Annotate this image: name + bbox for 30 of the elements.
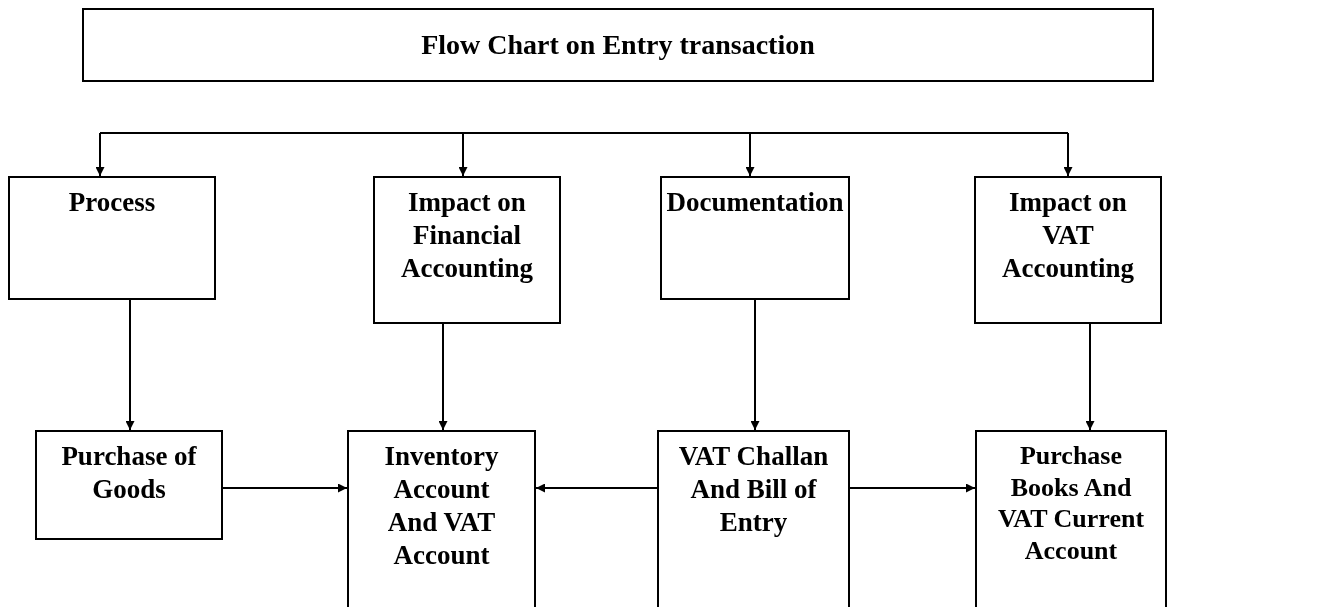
process-box [657, 430, 850, 607]
arrow [1063, 132, 1073, 177]
box-label: Process [68, 186, 156, 219]
process-box [975, 430, 1167, 607]
arrow [750, 299, 760, 431]
branch-line [99, 132, 1069, 134]
process-box [660, 176, 850, 300]
process-box [974, 176, 1162, 324]
box-label: Impact on Financial Accounting [400, 186, 534, 285]
arrow [438, 323, 448, 431]
box-label: Inventory Account And VAT Account [383, 440, 500, 572]
process-box [373, 176, 561, 324]
arrow [535, 483, 658, 493]
arrow [222, 483, 348, 493]
box-label: Impact on VAT Accounting [1001, 186, 1135, 285]
box-label: Purchase Books And VAT Current Account [996, 440, 1146, 567]
arrow [745, 132, 755, 177]
process-box [35, 430, 223, 540]
box-label: VAT Challan And Bill of Entry [677, 440, 830, 539]
arrow [95, 132, 105, 177]
arrow [125, 299, 135, 431]
title-text: Flow Chart on Entry transaction [421, 27, 815, 62]
box-label: Documentation [666, 186, 844, 219]
arrow [1085, 323, 1095, 431]
box-label: Purchase of Goods [60, 440, 198, 506]
arrow [849, 483, 976, 493]
process-box [8, 176, 216, 300]
process-box [347, 430, 536, 607]
title-box [82, 8, 1154, 82]
arrow [458, 132, 468, 177]
